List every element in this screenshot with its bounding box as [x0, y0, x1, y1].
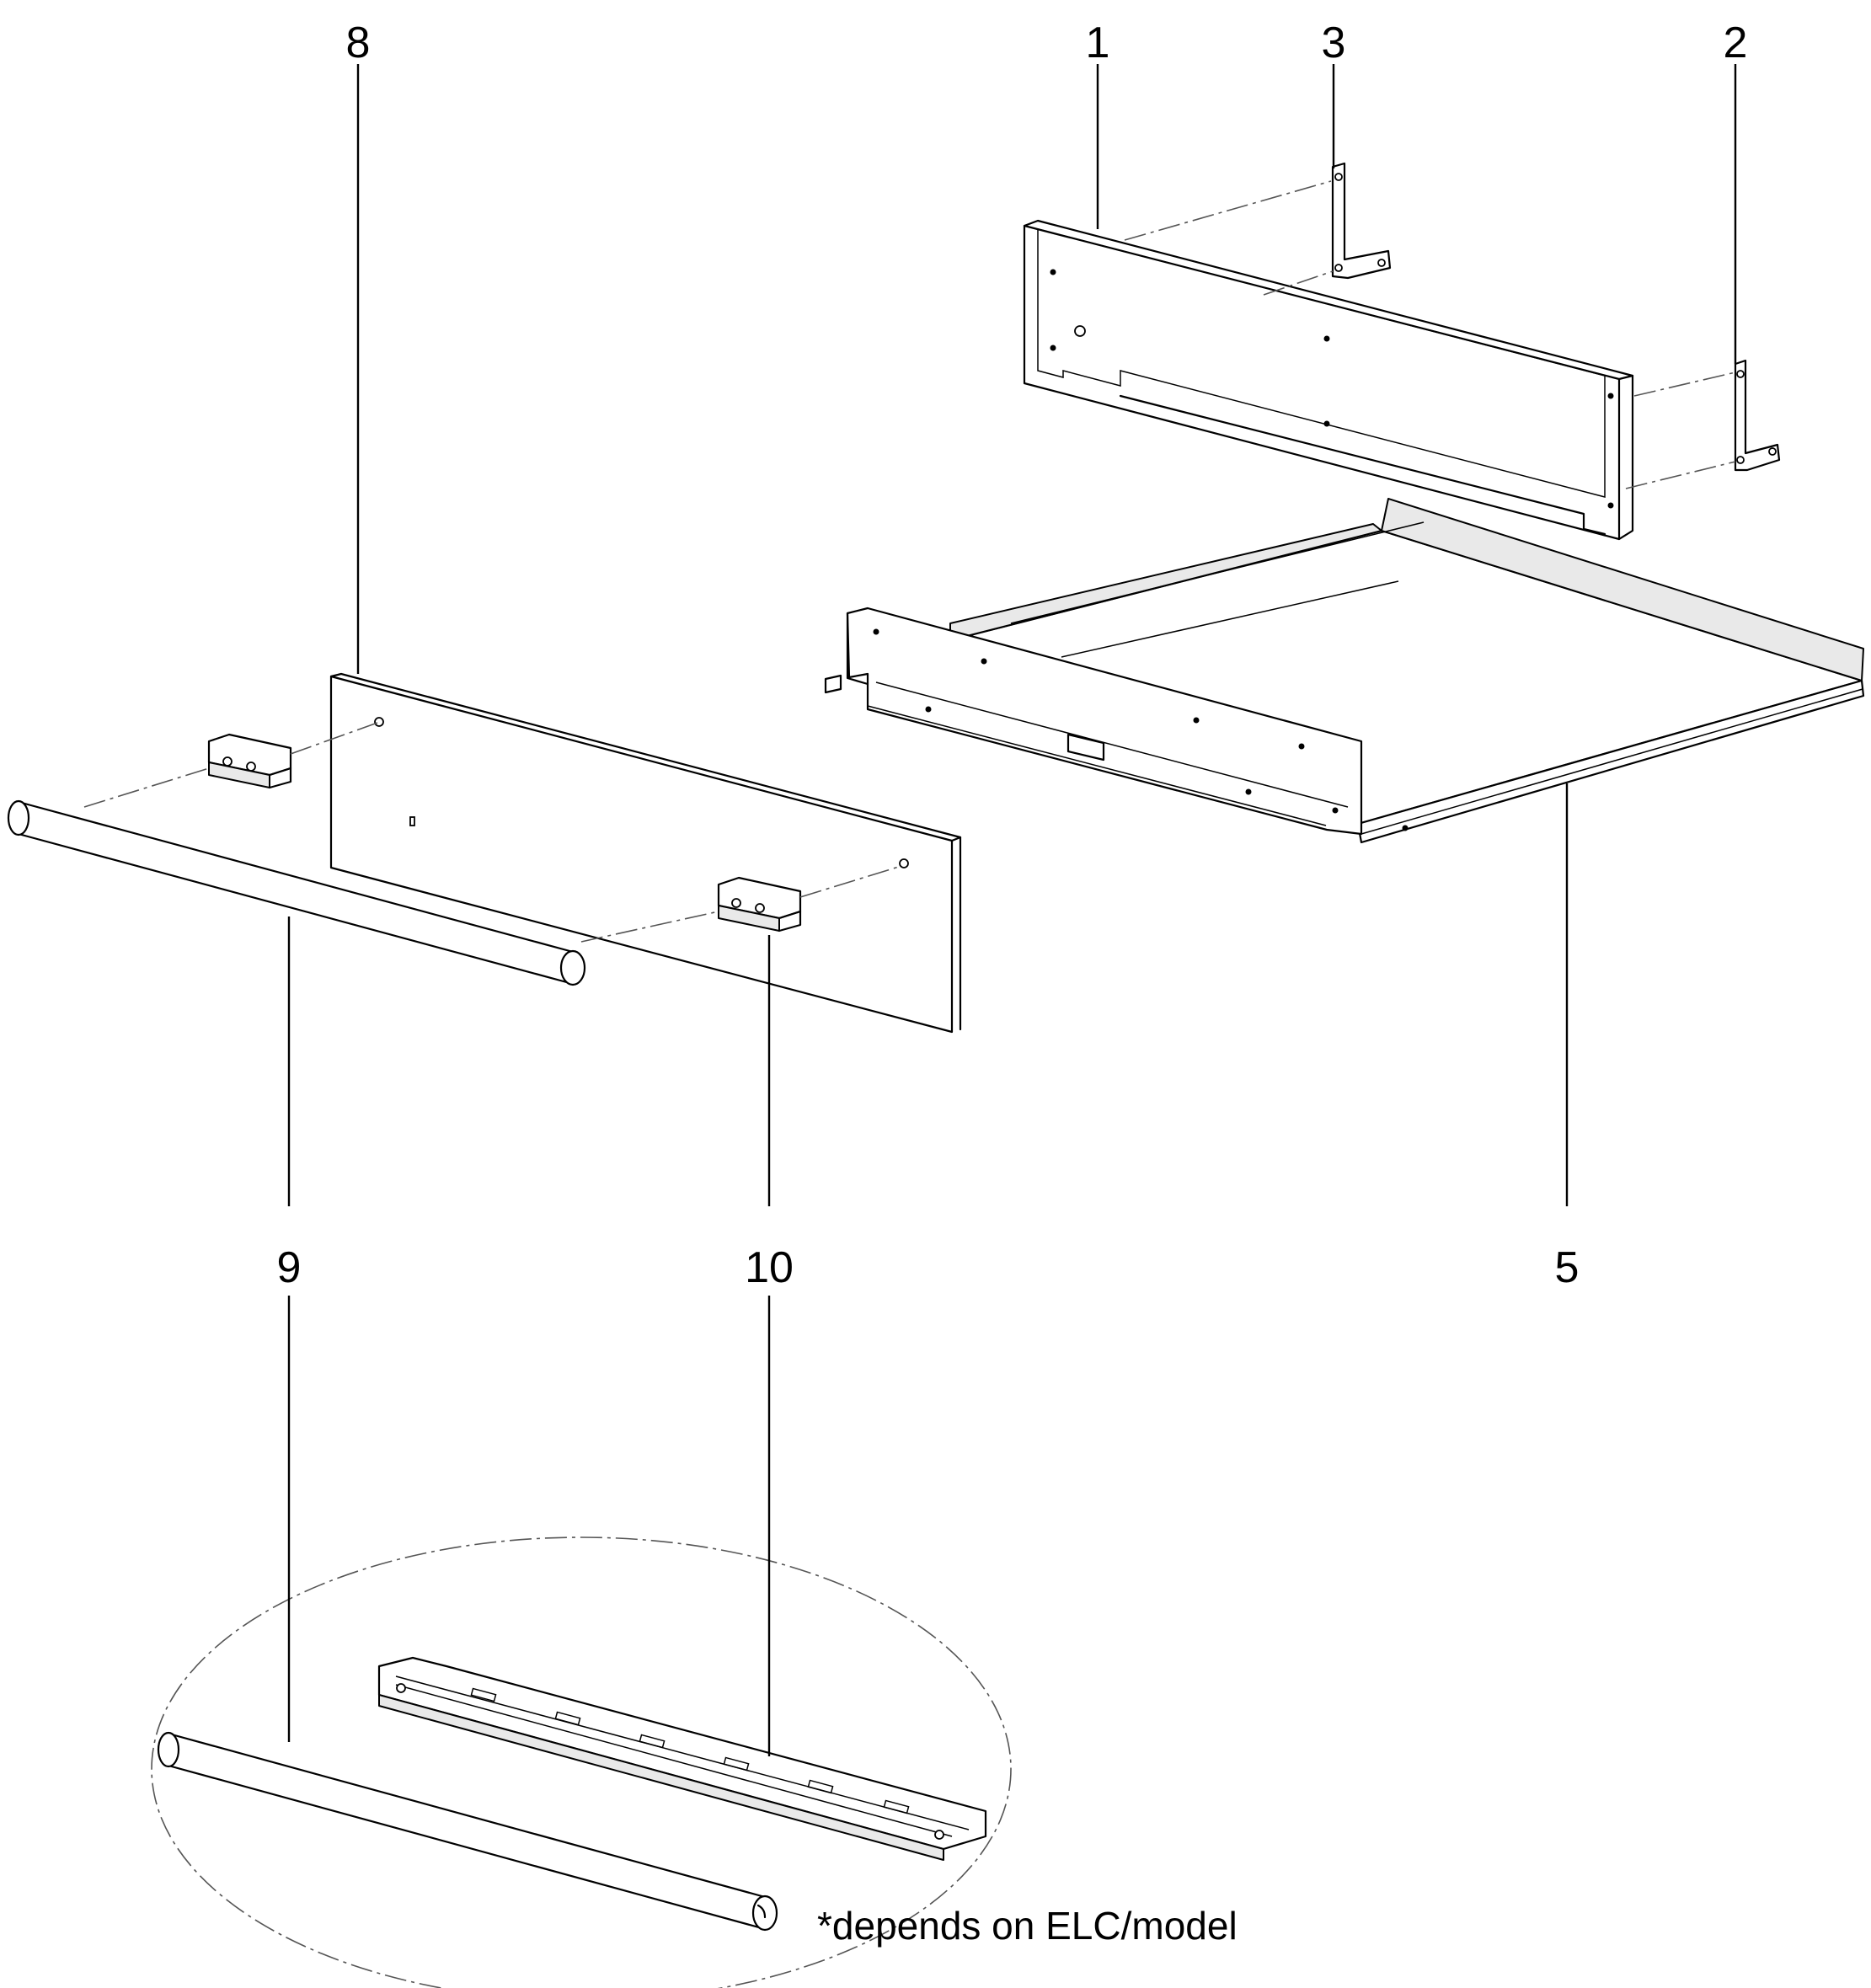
callout-5: 5 — [1555, 1243, 1580, 1292]
part-8-front-panel — [329, 672, 962, 1034]
part-10-handle-holder-left — [207, 733, 292, 789]
callout-3: 3 — [1322, 19, 1346, 67]
callout-1: 1 — [1086, 19, 1110, 67]
callout-labels: 1 3 2 8 5 9 10 — [277, 19, 1748, 1292]
part-9-handle-bar — [7, 799, 586, 986]
rail-slots — [470, 1687, 910, 1814]
callout-10: 10 — [745, 1243, 794, 1292]
part-3-bracket — [1331, 162, 1392, 280]
part-2-bracket — [1734, 359, 1781, 472]
part-5-drawer-tray — [824, 498, 1865, 844]
leader-lines — [287, 64, 1737, 1756]
part-1-rear-panel — [1023, 219, 1634, 541]
callout-9: 9 — [277, 1243, 302, 1292]
detail-handle-rail — [377, 1656, 987, 1861]
callout-2: 2 — [1724, 19, 1748, 67]
detail-handle-bar — [157, 1731, 778, 1932]
model-note: *depends on ELC/model — [817, 1904, 1238, 1948]
part-10-handle-holder-right — [717, 876, 802, 933]
callout-8: 8 — [346, 19, 371, 67]
assembly-lines — [83, 180, 1736, 1988]
